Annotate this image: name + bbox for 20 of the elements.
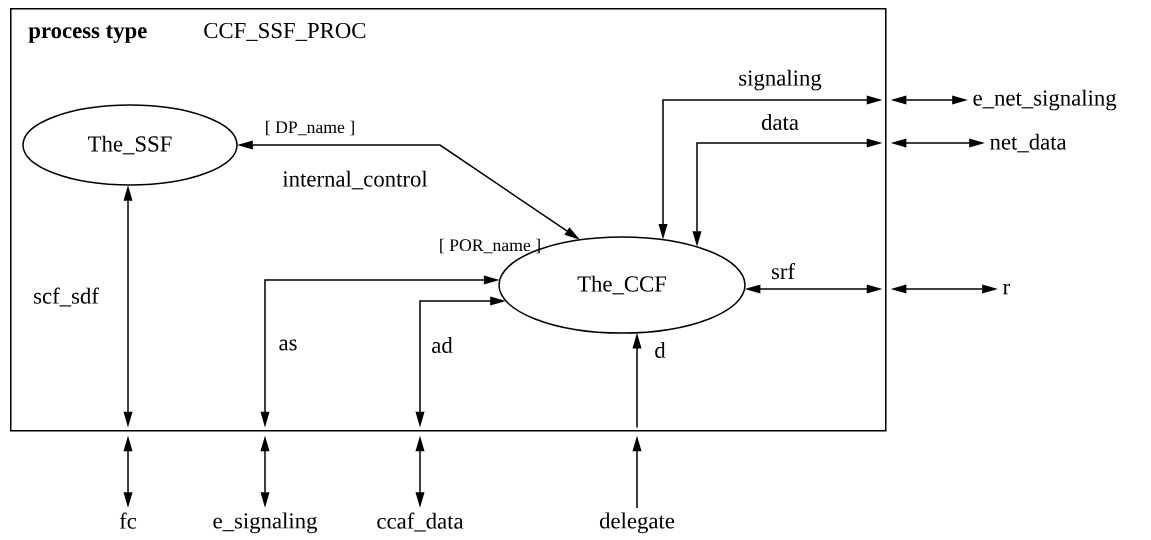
keyword: process type xyxy=(28,25,147,43)
edge-label: data xyxy=(758,111,802,133)
edge-label: as xyxy=(276,337,300,353)
channel-endpoint: r xyxy=(1003,283,1010,295)
edge-label: signaling xyxy=(735,67,825,93)
channel-endpoint: e_net_signaling xyxy=(973,89,1117,111)
gate-label: [ POR_name ] xyxy=(440,238,540,254)
edge-label: scf_sdf xyxy=(30,285,102,309)
gate-label: [ DP_name ] xyxy=(266,120,354,136)
process-box xyxy=(10,8,887,432)
edge-label: d xyxy=(651,339,669,361)
edge-label: srf xyxy=(768,260,798,282)
channel-endpoint: fc xyxy=(119,512,137,529)
channel-endpoint: net_data xyxy=(990,133,1067,153)
process-name: CCF_SSF_PROC xyxy=(204,22,366,41)
channel-endpoint: e_signaling xyxy=(213,512,318,534)
edge-label: ad xyxy=(428,334,456,356)
edge-label: internal_control xyxy=(279,168,431,192)
channel-endpoint: delegate xyxy=(599,512,675,534)
channel-endpoint: ccaf_data xyxy=(377,512,464,532)
